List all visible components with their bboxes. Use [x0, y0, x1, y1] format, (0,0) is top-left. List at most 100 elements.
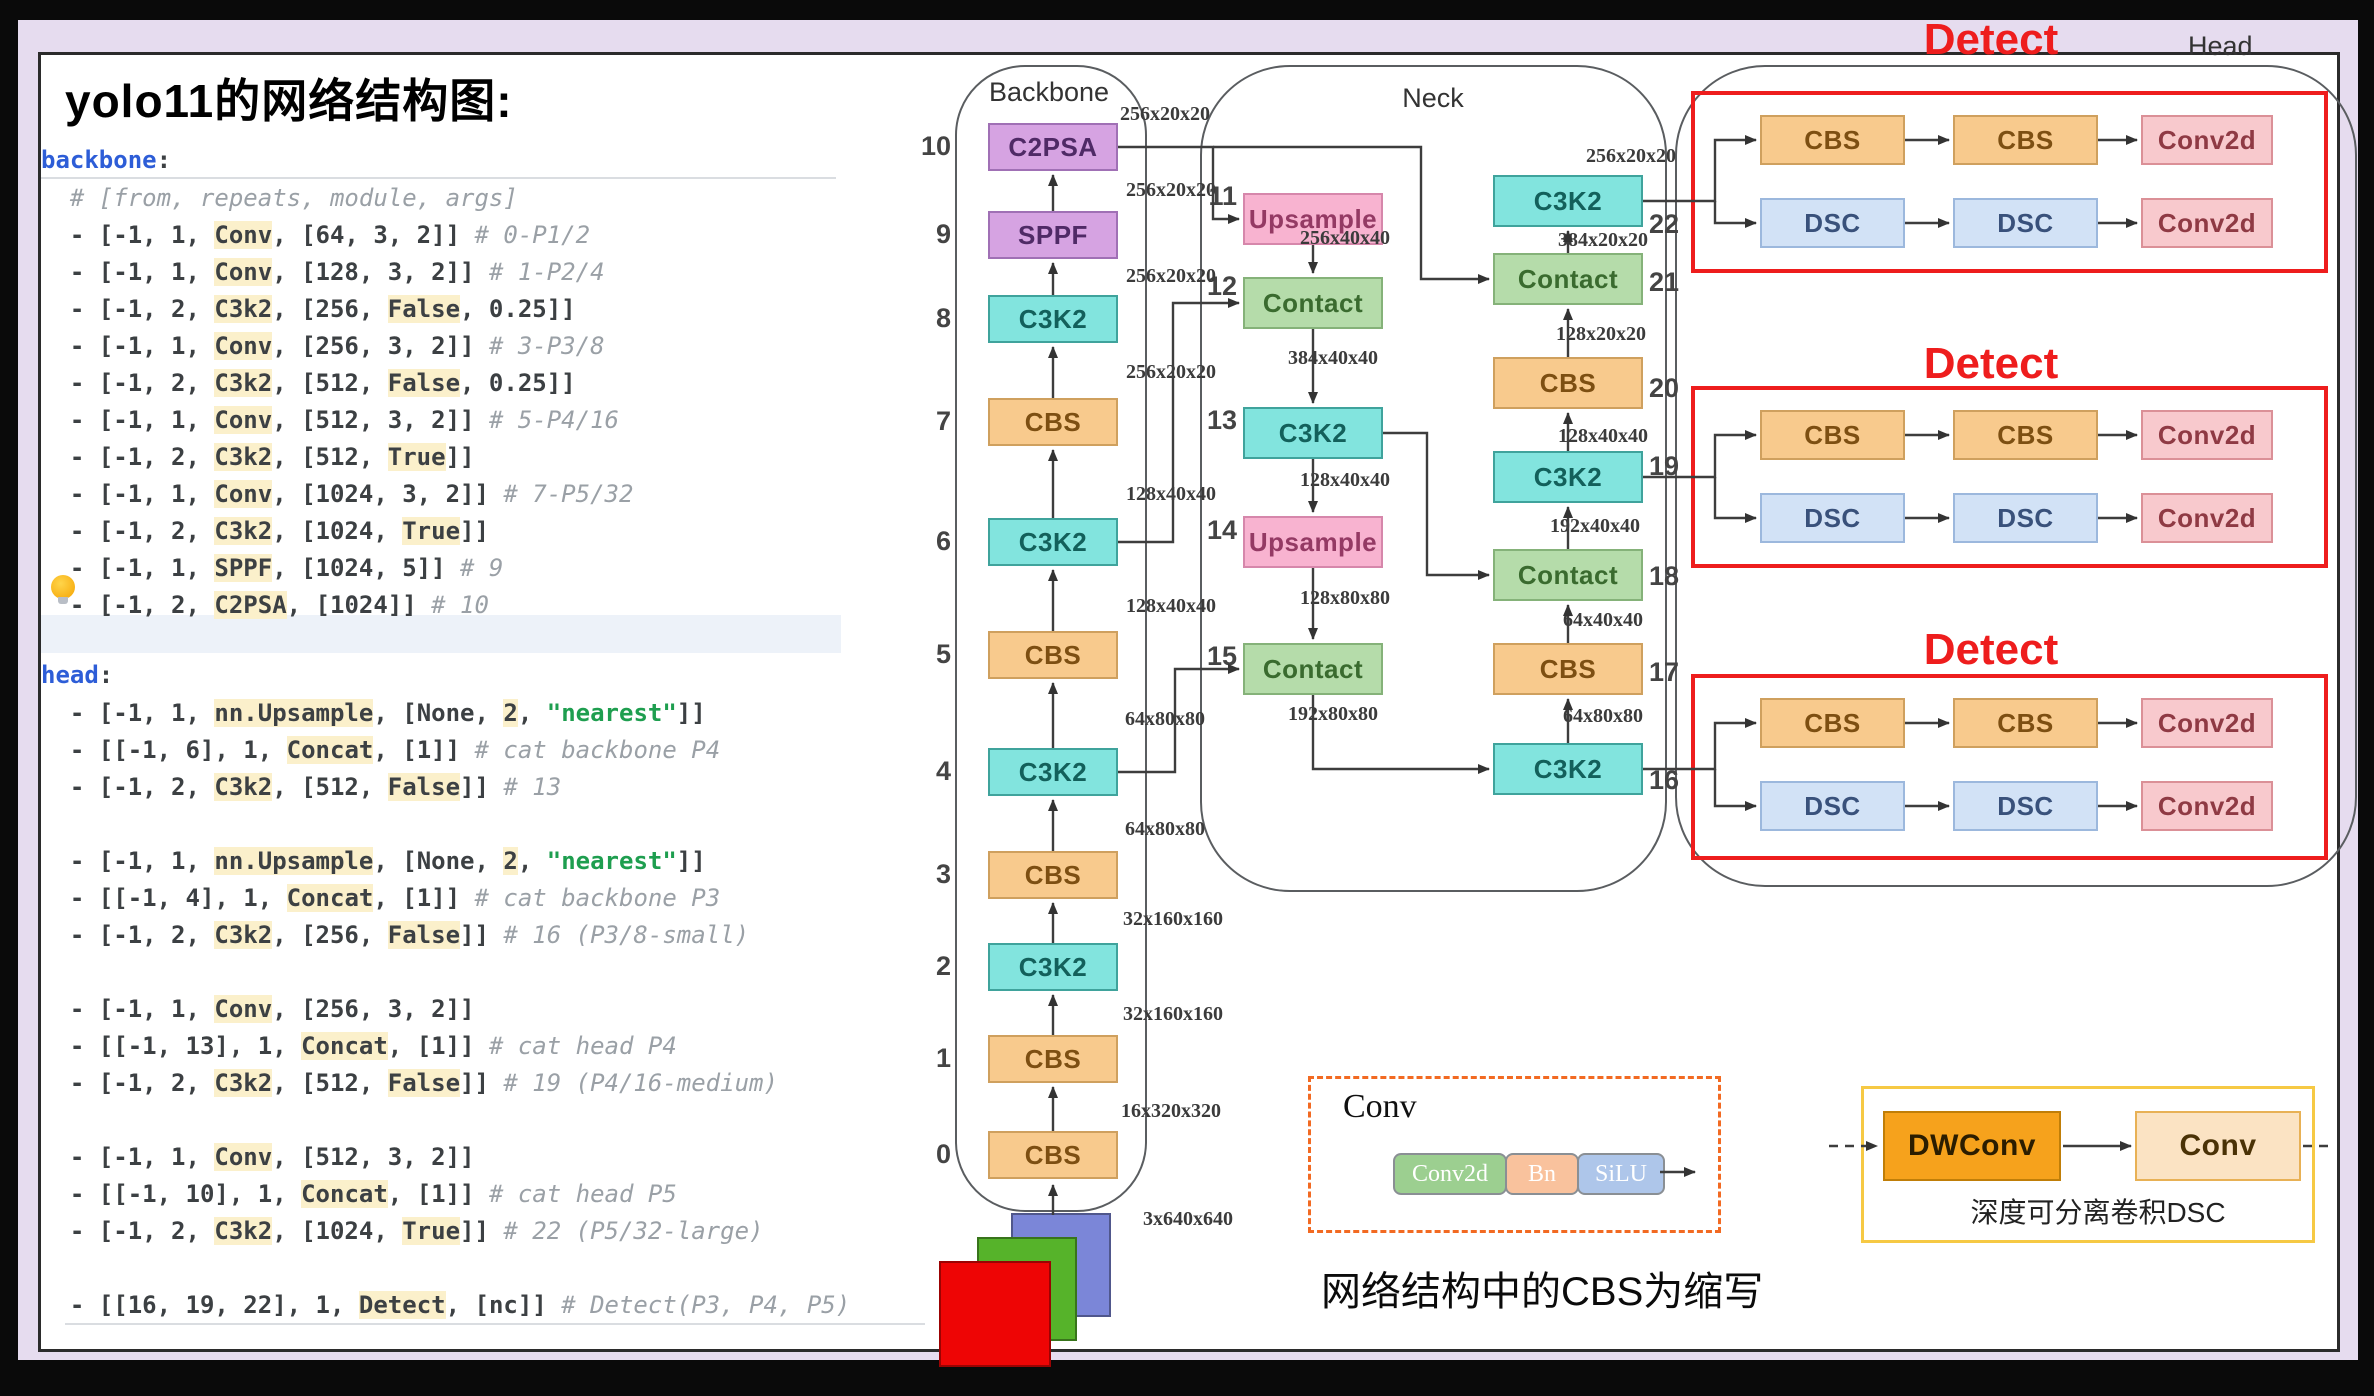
code-token: - [-1, 2,	[41, 517, 215, 545]
code-token: , [None,	[373, 847, 504, 875]
code-token: ]]	[460, 773, 504, 801]
dsc-legend-caption: 深度可分离卷积DSC	[1970, 1197, 2226, 1228]
node-upsample: Upsample	[1243, 193, 1383, 245]
code-token: , [128, 3, 2]]	[272, 258, 489, 286]
node-conv2d: Conv2d	[2141, 410, 2273, 460]
node-cbs: CBS	[1953, 115, 2098, 165]
code-token: , [1024, 3, 2]]	[272, 480, 504, 508]
code-line: - [-1, 1, nn.Upsample, [None, 2, "neares…	[41, 844, 706, 878]
conv-legend-title: Conv	[1343, 1088, 1417, 1125]
code-token: - [[-1, 13], 1,	[41, 1032, 302, 1060]
node-dwconv: DWConv	[1883, 1111, 2061, 1181]
code-line: - [-1, 2, C3k2, [512, True]]	[41, 440, 474, 474]
layer-number-21: 21	[1649, 267, 1680, 297]
code-token: , [1024,	[272, 517, 403, 545]
code-token: # Detect(P3, P4, P5)	[561, 1291, 851, 1319]
code-token: # cat head P5	[488, 1180, 677, 1208]
code-token: True	[402, 1217, 461, 1245]
flow-arrow	[1213, 145, 1490, 284]
code-token: "nearest"	[546, 699, 677, 727]
code-token: nn.Upsample	[214, 847, 374, 875]
node-c3k2: C3K2	[1493, 451, 1643, 503]
code-token: , [512,	[272, 773, 388, 801]
container-label-neck: Neck	[1402, 83, 1464, 113]
node-c3k2: C3K2	[1243, 407, 1383, 459]
code-line: # [from, repeats, module, args]	[41, 181, 518, 215]
tensor-dim-label: 32x160x160	[1123, 908, 1223, 930]
detect-frame-3	[1691, 674, 2328, 860]
layer-number-18: 18	[1649, 561, 1680, 591]
code-token: 2	[503, 847, 518, 875]
code-token: - [-1, 1,	[41, 480, 215, 508]
code-token: ,	[517, 847, 547, 875]
code-token: Conv	[214, 406, 273, 434]
node-conv2d: Conv2d	[2141, 698, 2273, 748]
code-token: , [512, 3, 2]]	[272, 1143, 475, 1171]
node-conv2d: Conv2d	[2141, 781, 2273, 831]
node-c3k2: C3K2	[988, 748, 1118, 796]
hint-lightbulb-icon	[51, 575, 75, 604]
node-conv2d: Conv2d	[2141, 198, 2273, 248]
tensor-dim-label: 128x40x40	[1126, 483, 1216, 505]
node-c3k2: C3K2	[988, 518, 1118, 566]
tensor-dim-label: 64x80x80	[1125, 818, 1205, 840]
code-line: - [[-1, 13], 1, Concat, [1]] # cat head …	[41, 1029, 677, 1063]
code-token: C3k2	[214, 921, 273, 949]
node-cbs: CBS	[988, 398, 1118, 446]
code-token: ]]	[460, 1069, 504, 1097]
node-c3k2: C3K2	[988, 943, 1118, 991]
code-token: , [1]]	[387, 1032, 489, 1060]
detect-title-3: Detect	[1923, 625, 2059, 674]
layer-number-5: 5	[935, 639, 951, 669]
node-contact: Contact	[1243, 643, 1383, 695]
node-cbs: CBS	[988, 631, 1118, 679]
code-token: # 16 (P3/8-small)	[503, 921, 750, 949]
code-token: # 7-P5/32	[503, 480, 634, 508]
code-token: :	[156, 146, 172, 174]
code-token: # 1-P2/4	[488, 258, 605, 286]
node-c3k2: C3K2	[988, 295, 1118, 343]
code-line: - [-1, 1, Conv, [256, 3, 2]] # 3-P3/8	[41, 329, 605, 363]
code-token: # 10	[431, 591, 489, 619]
container-label-backbone: Backbone	[988, 77, 1110, 107]
code-token: backbone	[41, 146, 157, 174]
code-token: C3k2	[214, 1069, 273, 1097]
tensor-dim-label: 256x20x20	[1126, 179, 1216, 201]
code-token: - [-1, 2,	[41, 591, 215, 619]
node-cbs: CBS	[1760, 410, 1905, 460]
flow-arrow	[1713, 477, 1757, 523]
layer-number-9: 9	[935, 219, 951, 249]
container-neck	[1200, 65, 1667, 892]
code-token: # 13	[503, 773, 562, 801]
code-token: "nearest"	[546, 847, 677, 875]
code-token: ,	[517, 699, 547, 727]
code-token: - [-1, 2,	[41, 443, 215, 471]
code-line: - [-1, 1, Conv, [1024, 3, 2]] # 7-P5/32	[41, 477, 633, 511]
node-contact: Contact	[1493, 253, 1643, 305]
code-token: False	[387, 1069, 461, 1097]
code-token: - [-1, 1,	[41, 554, 215, 582]
code-line: - [-1, 2, C3k2, [512, False]] # 13	[41, 770, 561, 804]
code-token: # 9	[460, 554, 504, 582]
tensor-dim-label: 3x640x640	[1143, 1208, 1233, 1230]
tensor-dim-label: 128x40x40	[1300, 469, 1390, 491]
code-token: - [-1, 1,	[41, 847, 215, 875]
code-line: - [[-1, 4], 1, Concat, [1]] # cat backbo…	[41, 881, 720, 915]
tensor-dim-label: 64x80x80	[1125, 708, 1205, 730]
code-token: , [1024, 5]]	[272, 554, 461, 582]
node-dsc: DSC	[1953, 198, 2098, 248]
node-dsc: DSC	[1953, 781, 2098, 831]
code-token: SPPF	[214, 554, 273, 582]
code-line: - [-1, 1, Conv, [64, 3, 2]] # 0-P1/2	[41, 218, 590, 252]
code-blank-line-highlight	[41, 615, 841, 653]
code-token: :	[98, 661, 114, 689]
node-contact: Contact	[1243, 277, 1383, 329]
code-token: Conv	[214, 332, 273, 360]
node-sppf: SPPF	[988, 211, 1118, 259]
conv-legend-chip-bn: Bn	[1505, 1153, 1579, 1195]
code-token: - [[16, 19, 22], 1,	[41, 1291, 359, 1319]
layer-number-17: 17	[1649, 657, 1680, 687]
code-token: - [-1, 2,	[41, 773, 215, 801]
head-label: Head	[2188, 31, 2253, 61]
